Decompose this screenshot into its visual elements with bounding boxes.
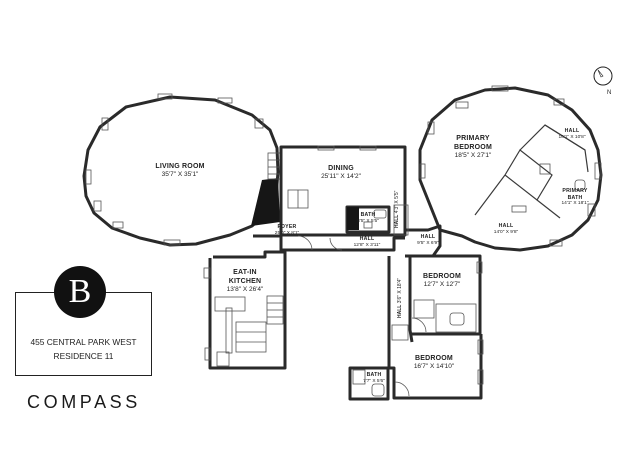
bedroom-2-walls bbox=[387, 334, 484, 400]
room-name: FOYER bbox=[277, 224, 297, 230]
room-name: BATH bbox=[366, 372, 382, 378]
bath-center-label: BATH 8'5" X 5'5" bbox=[357, 212, 379, 225]
room-dims: 18'5" X 27'1" bbox=[454, 152, 492, 159]
hall-closets-label: HALL 14'0" X 9'8" bbox=[494, 223, 518, 236]
room-dims: 12'8" X 3'11" bbox=[353, 242, 381, 248]
living-room-walls bbox=[82, 93, 281, 247]
hall-upper-right-label: HALL 10'1" X 10'8" bbox=[558, 128, 585, 141]
room-name: HALL bbox=[394, 214, 400, 228]
address-line-2: RESIDENCE 11 bbox=[53, 351, 114, 361]
room-dims: 25'0" X 8'1" bbox=[274, 230, 300, 236]
room-dims: 3'6" X 18'4" bbox=[397, 277, 403, 304]
room-dims: 25'11" X 14'2" bbox=[321, 173, 361, 180]
bath-center-walls bbox=[345, 205, 391, 234]
room-name: PRIMARY BEDROOM bbox=[454, 135, 492, 151]
room-name: HALL bbox=[397, 304, 403, 318]
hall-long-label: HALL 3'6" X 18'4" bbox=[397, 278, 403, 318]
room-dims: 7'7" X 5'6" bbox=[363, 378, 385, 384]
room-dims: 4'3" X 5'5" bbox=[394, 190, 400, 214]
room-dims: 14'1" X 18'1" bbox=[561, 201, 589, 206]
room-name: EAT-IN KITCHEN bbox=[228, 269, 262, 285]
north-arrow-icon bbox=[593, 66, 613, 86]
room-dims: 14'0" X 9'8" bbox=[493, 229, 519, 235]
bedroom-1-walls bbox=[411, 254, 483, 336]
hall-center-label: HALL 12'8" X 3'11" bbox=[354, 236, 381, 249]
room-dims: 8'5" X 5'5" bbox=[357, 218, 379, 224]
room-dims: 35'7" X 35'1" bbox=[161, 171, 199, 178]
bedroom-2-label: BEDROOM 16'7" X 14'10" bbox=[414, 354, 454, 371]
room-name: HALL bbox=[420, 234, 436, 240]
bedroom-1-label: BEDROOM 12'7" X 12'7" bbox=[423, 272, 461, 289]
primary-bath-label: PRIMARY BATH 14'1" X 18'1" bbox=[556, 188, 594, 207]
room-name: LIVING ROOM bbox=[155, 163, 205, 170]
hall-right-label: HALL 9'5" X 6'9" bbox=[417, 234, 439, 247]
hall-vertical-small-label: HALL 4'3" X 5'5" bbox=[394, 191, 400, 228]
long-hall-walls bbox=[387, 256, 414, 343]
room-name: DINING bbox=[328, 165, 354, 172]
bath-lower-label: BATH 7'7" X 5'6" bbox=[363, 372, 385, 385]
room-dims: 16'7" X 14'10" bbox=[413, 363, 455, 370]
room-dims: 13'8" X 26'4" bbox=[226, 286, 264, 293]
kitchen-label: EAT-IN KITCHEN 13'8" X 26'4" bbox=[225, 268, 265, 294]
room-dims: 9'5" X 6'9" bbox=[417, 240, 439, 246]
monogram-b-icon: B bbox=[54, 266, 106, 318]
room-name: HALL bbox=[564, 128, 580, 134]
room-name: BEDROOM bbox=[415, 355, 453, 362]
foyer-label: FOYER 25'0" X 8'1" bbox=[275, 224, 299, 237]
kitchen-walls bbox=[203, 250, 287, 370]
room-name: BATH bbox=[360, 212, 376, 218]
primary-bedroom-walls bbox=[418, 85, 603, 252]
room-dims: 12'7" X 12'7" bbox=[423, 281, 461, 288]
brand-wordmark: COMPASS bbox=[27, 392, 141, 412]
logo-letter: B bbox=[68, 273, 92, 310]
room-name: HALL bbox=[359, 236, 375, 242]
dining-label: DINING 25'11" X 14'2" bbox=[321, 164, 361, 181]
room-name: HALL bbox=[498, 223, 514, 229]
room-name: PRIMARY BATH bbox=[562, 188, 588, 201]
dining-walls bbox=[279, 145, 407, 237]
living-room-label: LIVING ROOM 35'7" X 35'1" bbox=[155, 162, 204, 179]
room-name: BEDROOM bbox=[423, 273, 461, 280]
primary-bedroom-label: PRIMARY BEDROOM 18'5" X 27'1" bbox=[443, 134, 503, 160]
north-label: N bbox=[607, 90, 612, 96]
bath-lower-walls bbox=[348, 366, 390, 401]
address-line-1: 455 CENTRAL PARK WEST bbox=[30, 337, 137, 347]
room-dims: 10'1" X 10'8" bbox=[558, 134, 586, 140]
